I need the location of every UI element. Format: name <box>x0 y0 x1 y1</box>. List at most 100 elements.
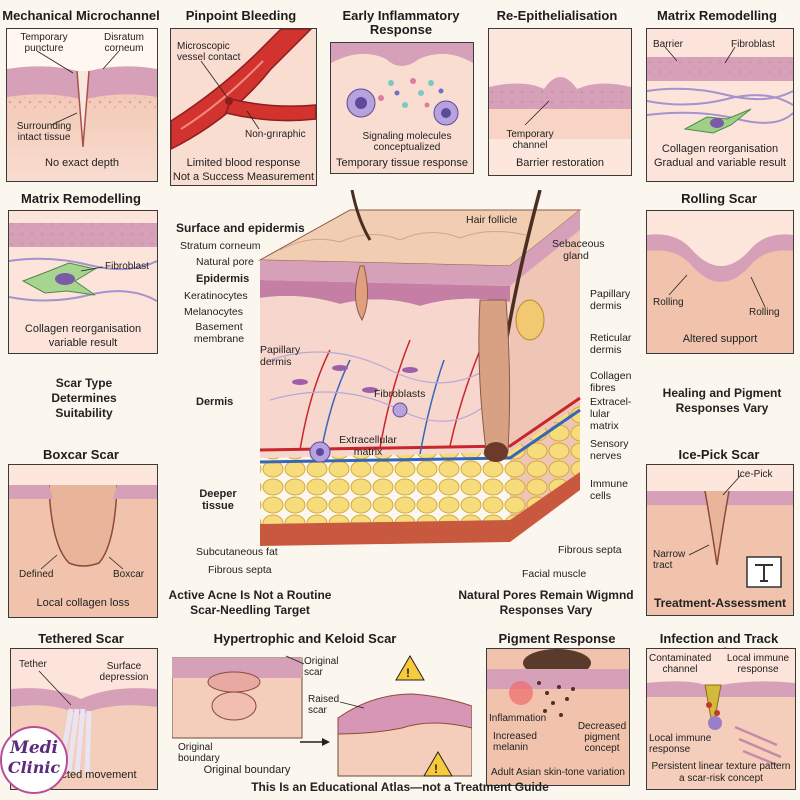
caption-matrix1-1: Collagen reorganisation <box>661 143 779 155</box>
warning-icon: ! <box>406 666 410 680</box>
caption-pinpoint-2: Not a Success Measurement <box>172 171 315 183</box>
label-facial-muscle: Facial muscle <box>522 568 587 580</box>
side-text-acne: Active Acne Is Not a Routine Scar-Needli… <box>168 588 332 617</box>
panel-hypertrophic: ! ! Original scar Raised scar Original b… <box>171 648 473 778</box>
panel-title-inflammatory: Early Inflammatory Response <box>342 8 460 37</box>
panel-mechanical: Temporary puncture Disratum corneum Surr… <box>6 28 158 182</box>
caption-pigment: Adult Asian skin-tone variation <box>491 767 625 778</box>
panel-pigment: Inflammation Increased melanin Decreased… <box>486 648 630 786</box>
panel-matrix2: Fibroblast Collagen reorganisation varia… <box>8 210 158 354</box>
label-local-immune-bottom: Local immune response <box>649 733 712 755</box>
label-deeper-tissue: Deeper tissue <box>199 488 237 512</box>
label-narrow-tract: Narrow tract <box>653 549 686 571</box>
panel-reepi: Temporary channel Barrier restoration <box>488 28 632 176</box>
label-increased-melanin: Increased melanin <box>493 731 537 753</box>
label-surface-depression: Surface depression <box>99 661 149 683</box>
label-immune-cells: Immune cells <box>590 478 628 502</box>
label-tether: Tether <box>19 659 47 670</box>
label-original-boundary: Original boundary <box>178 742 220 764</box>
label-boxcar: Boxcar <box>113 569 145 580</box>
label-surface-epidermis: Surface and epidermis <box>176 221 305 235</box>
label-surrounding-tissue: Surrounding intact tissue <box>16 121 72 143</box>
label-temporary-channel: Temporary channel <box>506 129 554 151</box>
side-text-healing: Healing and Pigment Responses Vary <box>662 386 782 415</box>
warning-icon: ! <box>434 762 438 776</box>
panel-pinpoint: Microscopic vessel contact Non-grıraphic… <box>170 28 317 186</box>
label-local-immune-top: Local immune response <box>726 653 790 675</box>
caption-infection-1: Persistent linear texture pattern <box>651 761 791 772</box>
caption-inflammatory: Temporary tissue response <box>335 157 469 169</box>
panel-icepick: Ice-Pick Narrow tract Treatment-Assessme… <box>646 464 794 616</box>
label-decreased-pigment: Decreased pigment concept <box>577 721 627 754</box>
label-fibrous-septa-right: Fibrous septa <box>558 544 622 556</box>
label-sebaceous-gland: Sebaceous gland <box>552 238 605 262</box>
label-defined: Defined <box>19 569 54 580</box>
label-papillary-dermis-right: Papillary dermis <box>590 288 631 312</box>
panel-matrix1: Barrier Fibroblast Collagen reorganisati… <box>646 28 794 182</box>
caption-pinpoint-1: Limited blood response <box>186 157 301 169</box>
label-reticular-dermis: Reticular dermis <box>590 332 632 356</box>
caption-infection-2: a scar-risk concept <box>679 773 763 784</box>
label-ice-pick: Ice-Pick <box>737 469 773 480</box>
label-fibroblast: Fibroblast <box>731 39 775 50</box>
label-collagen-fibres: Collagen fibres <box>590 370 632 394</box>
panel-infection: Contaminated channel Local immune respon… <box>646 648 796 790</box>
footer-disclaimer: This Is an Educational Atlas—not a Treat… <box>251 780 549 794</box>
label-keratinocytes: Keratinocytes <box>184 290 248 302</box>
label-signaling-molecules: Signaling molecules conceptualized <box>362 131 452 153</box>
label-temporary-puncture: Temporary puncture <box>20 32 68 54</box>
logo-badge: Medi Clinic <box>0 726 68 794</box>
label-fibroblasts: Fibroblasts <box>374 388 426 400</box>
panel-title-pinpoint: Pinpoint Bleeding <box>185 8 297 23</box>
logo-line-2: Clinic <box>7 758 61 777</box>
label-disratum-corneum: Disratum corneum <box>103 32 144 54</box>
caption-rolling: Altered support <box>682 333 758 345</box>
panel-title-matrix2: Matrix Remodelling <box>21 191 141 206</box>
side-text-pores: Natural Pores Remain Wigmnd Responses Va… <box>458 588 634 617</box>
label-rolling-right: Rolling <box>749 307 780 318</box>
label-microscopic-vessel: Microscopic vessel contact <box>177 41 241 63</box>
caption-reepi: Barrier restoration <box>515 157 605 169</box>
label-basement-membrane: Basement membrane <box>193 321 245 345</box>
label-melanocytes: Melanocytes <box>184 306 243 318</box>
label-natural-pore: Natural pore <box>196 256 254 268</box>
panel-title-boxcar: Boxcar Scar <box>43 447 119 462</box>
label-hair-follicle: Hair follicle <box>466 214 518 226</box>
side-text-scar-type: Scar Type Determines Suitability <box>51 376 117 420</box>
label-cted-movement: cted movement <box>61 769 137 781</box>
caption-mechanical: No exact depth <box>45 157 119 169</box>
label-sensory-nerves: Sensory nerves <box>590 438 629 462</box>
label-barrier: Barrier <box>653 39 684 50</box>
caption-matrix2-1: Collagen reorganisation <box>24 323 142 335</box>
logo-line-1: Medi <box>10 738 58 758</box>
label-stratum-corneum: Stratum corneum <box>180 240 261 252</box>
panel-title-rolling: Rolling Scar <box>681 191 757 206</box>
panel-title-mechanical: Mechanical Microchannel <box>2 8 160 23</box>
label-contaminated-channel: Contaminated channel <box>649 653 712 675</box>
caption-hypertrophic: Original boundary <box>203 764 291 776</box>
caption-matrix1-2: Gradual and variable result <box>653 157 787 169</box>
label-extracellular-matrix: Extracellular matrix <box>339 434 397 458</box>
panel-title-icepick: Ice-Pick Scar <box>678 447 760 462</box>
label-rolling-left: Rolling <box>653 297 684 308</box>
panel-title-matrix1: Matrix Remodelling <box>657 8 777 23</box>
skin-cross-section-diagram <box>258 190 582 546</box>
label-non-graphic: Non-grıraphic <box>245 129 306 140</box>
label-original-scar: Original scar <box>304 656 339 678</box>
label-dermis: Dermis <box>196 396 234 408</box>
label-papillary-dermis-inner: Papillary dermis <box>260 344 301 368</box>
panel-title-hypertrophic: Hypertrophic and Keloid Scar <box>213 631 397 646</box>
caption-boxcar: Local collagen loss <box>36 597 130 609</box>
panel-title-tethered: Tethered Scar <box>38 631 124 646</box>
label-fibroblast-2: Fibroblast <box>105 261 149 272</box>
label-raised-scar: Raised scar <box>308 694 340 716</box>
panel-boxcar: Defined Boxcar Local collagen loss <box>8 464 158 618</box>
panel-inflammatory: Signaling molecules conceptualized Tempo… <box>330 42 474 174</box>
label-inflammation: Inflammation <box>489 713 547 724</box>
caption-icepick: Treatment-Assessment <box>653 596 787 610</box>
label-fibrous-septa-left: Fibrous septa <box>208 564 272 576</box>
panel-title-pigment: Pigment Response <box>498 631 616 646</box>
panel-rolling: Rolling Rolling Altered support <box>646 210 794 354</box>
panel-title-reepi: Re-Epithelialisation <box>496 8 618 23</box>
label-subcutaneous-fat: Subcutaneous fat <box>196 546 278 558</box>
